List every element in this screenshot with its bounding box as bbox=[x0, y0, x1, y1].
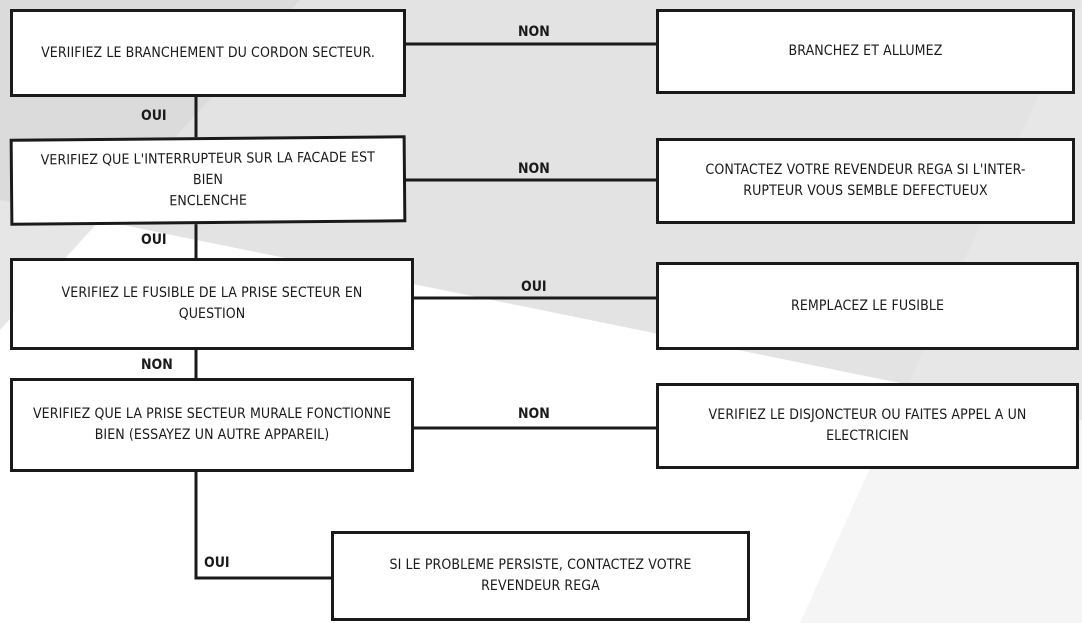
action-box-4: VERIFIEZ LE DISJONCTEUR OU FAITES APPEL … bbox=[656, 383, 1079, 469]
branch-label-2: NON bbox=[518, 161, 550, 177]
next-label-3: NON bbox=[141, 357, 173, 373]
action-box-2: CONTACTEZ VOTRE REVENDEUR REGA SI L'INTE… bbox=[656, 138, 1075, 224]
question-text-3: VERIFIEZ LE FUSIBLE DE LA PRISE SECTEUR … bbox=[61, 285, 363, 322]
next-label-4: OUI bbox=[204, 555, 230, 571]
final-box: SI LE PROBLEME PERSISTE, CONTACTEZ VOTRE… bbox=[331, 531, 750, 621]
branch-label-4: NON bbox=[518, 406, 550, 422]
action-text-2: CONTACTEZ VOTRE REVENDEUR REGA SI L'INTE… bbox=[705, 162, 1026, 199]
question-text-4: VERIFIEZ QUE LA PRISE SECTEUR MURALE FON… bbox=[32, 406, 392, 443]
action-text-4: VERIFIEZ LE DISJONCTEUR OU FAITES APPEL … bbox=[708, 407, 1027, 444]
next-label-2: OUI bbox=[141, 232, 167, 248]
question-text-2: VERIFIEZ QUE L'INTERRUPTEUR SUR LA FACAD… bbox=[40, 149, 376, 210]
next-label-1: OUI bbox=[141, 108, 167, 124]
action-box-1: BRANCHEZ ET ALLUMEZ bbox=[656, 9, 1075, 94]
final-text: SI LE PROBLEME PERSISTE, CONTACTEZ VOTRE… bbox=[389, 557, 692, 594]
action-text-3: REMPLACEZ LE FUSIBLE bbox=[790, 297, 944, 314]
action-text-1: BRANCHEZ ET ALLUMEZ bbox=[788, 43, 943, 59]
question-box-2: VERIFIEZ QUE L'INTERRUPTEUR SUR LA FACAD… bbox=[9, 135, 407, 226]
branch-label-3: OUI bbox=[521, 279, 547, 295]
connector-q4-final bbox=[194, 470, 332, 580]
question-text-1: VERIIFIEZ LE BRANCHEMENT DU CORDON SECTE… bbox=[41, 44, 375, 61]
action-box-3: REMPLACEZ LE FUSIBLE bbox=[656, 262, 1079, 350]
question-box-4: VERIFIEZ QUE LA PRISE SECTEUR MURALE FON… bbox=[10, 378, 414, 472]
branch-label-1: NON bbox=[518, 24, 550, 40]
question-box-3: VERIFIEZ LE FUSIBLE DE LA PRISE SECTEUR … bbox=[10, 258, 414, 350]
question-box-1: VERIIFIEZ LE BRANCHEMENT DU CORDON SECTE… bbox=[10, 9, 406, 97]
